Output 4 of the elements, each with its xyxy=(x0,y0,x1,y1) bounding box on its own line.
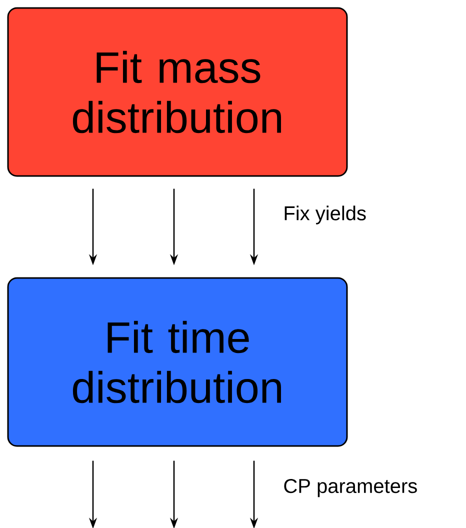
process-box: Fit time distribution xyxy=(7,277,348,447)
annotation-label: CP parameters xyxy=(284,478,417,498)
annotation-label: Fix yields xyxy=(284,206,366,224)
process-box: Fit mass distribution xyxy=(7,7,348,177)
